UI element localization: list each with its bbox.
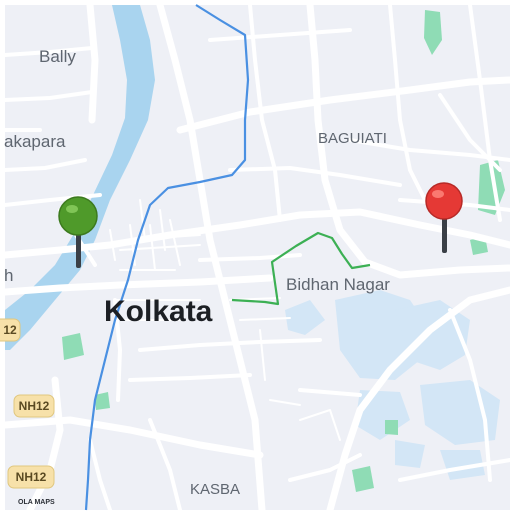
place-label-baguiati: BAGUIATI <box>318 130 387 147</box>
metro-line <box>84 4 250 511</box>
attribution-logo: OLA MAPS <box>18 499 55 506</box>
place-label-edge: h <box>4 266 13 285</box>
road-shield-nh12-bottom: NH12 <box>7 465 55 489</box>
svg-text:NH12: NH12 <box>19 399 50 413</box>
origin-marker-stem <box>76 232 81 268</box>
route-path <box>231 231 371 306</box>
pin-icon <box>58 196 98 236</box>
origin-marker[interactable] <box>58 196 98 268</box>
svg-text:12: 12 <box>3 323 17 337</box>
place-label-kasba: KASBA <box>190 481 240 498</box>
destination-marker-stem <box>442 216 447 253</box>
river-hooghly <box>5 5 155 350</box>
svg-text:NH12: NH12 <box>16 470 47 484</box>
road-shield-nh12-top: NH12 <box>13 394 55 418</box>
road-shield-partial: 12 <box>0 318 21 342</box>
place-label-kolkata: Kolkata <box>104 295 213 328</box>
pin-icon <box>425 182 463 220</box>
place-label-bidhan-nagar: Bidhan Nagar <box>286 275 390 294</box>
place-label-akapara: akapara <box>4 132 66 151</box>
place-label-bally: Bally <box>39 47 76 66</box>
destination-marker[interactable] <box>425 182 463 253</box>
